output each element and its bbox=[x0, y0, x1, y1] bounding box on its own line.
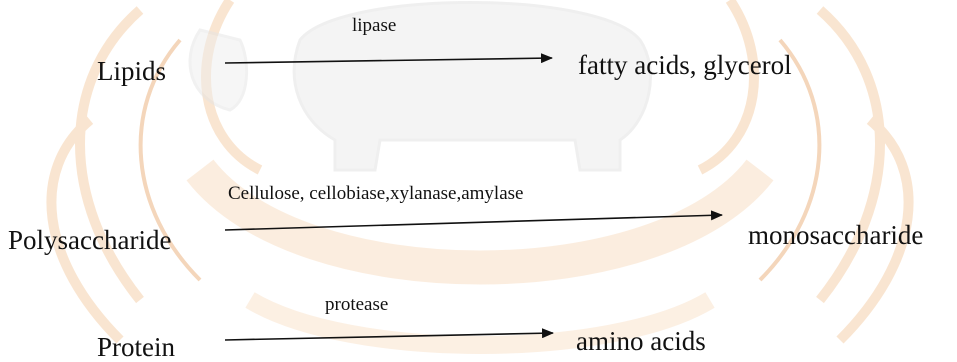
product-fatty-acids-glycerol: fatty acids, glycerol bbox=[578, 52, 792, 79]
substrate-polysaccharide: Polysaccharide bbox=[8, 227, 171, 254]
enzyme-protease: protease bbox=[325, 295, 388, 314]
polysaccharide-reaction-arrow bbox=[225, 215, 722, 230]
enzyme-cellulose-group: Cellulose, cellobiase,xylanase,amylase bbox=[228, 184, 523, 203]
product-amino-acids: amino acids bbox=[576, 328, 706, 355]
protein-reaction-arrow bbox=[225, 333, 553, 340]
product-monosaccharide: monosaccharide bbox=[748, 222, 923, 249]
substrate-lipids: Lipids bbox=[97, 58, 166, 85]
enzyme-lipase: lipase bbox=[352, 16, 396, 35]
substrate-protein: Protein bbox=[97, 334, 175, 361]
lipid-reaction-arrow bbox=[225, 58, 552, 63]
